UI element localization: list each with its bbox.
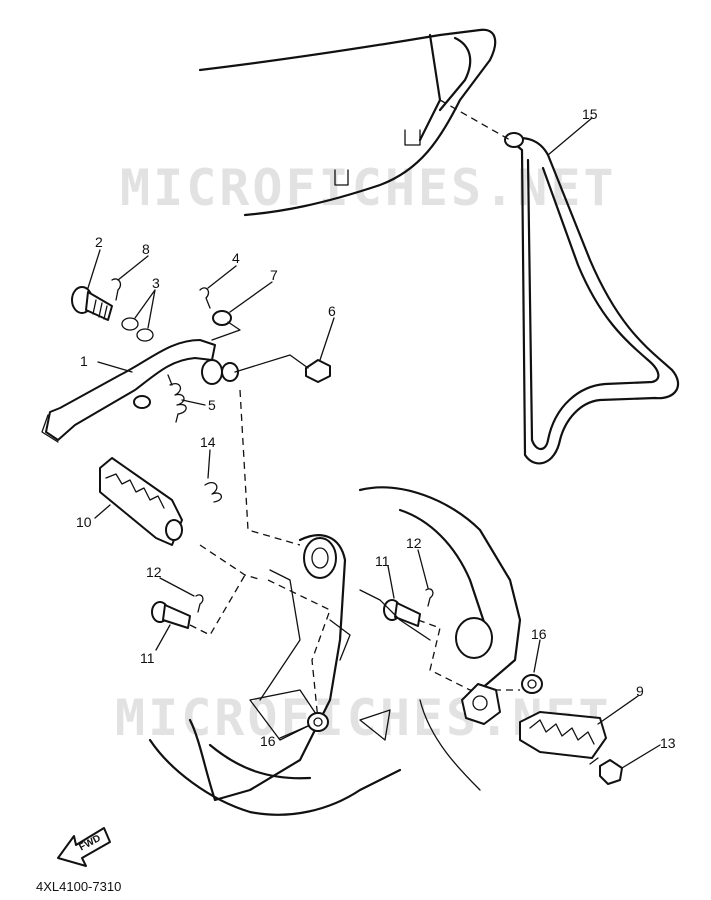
washer-part-7	[212, 310, 232, 326]
callout-12-right: 12	[406, 535, 422, 551]
callout-4: 4	[232, 250, 240, 266]
pivot-bolt-part-2	[71, 286, 113, 321]
callout-10: 10	[76, 514, 92, 530]
washer-part-16-center	[307, 712, 329, 732]
callout-1: 1	[80, 353, 88, 369]
bolt-part-11-left	[151, 601, 191, 629]
brake-pedal-part-1	[41, 339, 239, 443]
callout-15: 15	[582, 106, 598, 122]
washer-part-16-right	[521, 674, 543, 694]
callout-11-right: 11	[375, 553, 390, 569]
cotter-pin-part-12-right	[425, 588, 434, 607]
callout-6: 6	[328, 303, 336, 319]
washer-part-16-center-hole	[313, 717, 323, 727]
diagram-reference: 4XL4100-7310	[36, 879, 121, 894]
cotter-pin-part-12-left	[195, 594, 204, 613]
footrest-right-part-9	[461, 683, 607, 759]
callout-3: 3	[152, 275, 160, 291]
callout-7: 7	[270, 267, 278, 283]
pin-part-6	[305, 359, 331, 383]
callout-8: 8	[142, 241, 150, 257]
leader-lines	[87, 117, 661, 769]
watermark-top: MICROFICHES.NET	[120, 159, 617, 217]
callout-2: 2	[95, 234, 103, 250]
cotter-pin-part-4	[199, 287, 211, 309]
callout-13: 13	[660, 735, 676, 751]
bolt-part-11-right	[383, 599, 421, 627]
footrest-left-part-10	[99, 457, 183, 546]
fwd-arrow: FWD	[57, 827, 111, 867]
callout-11-left: 11	[140, 650, 155, 666]
washer-part-16-right-hole	[527, 679, 537, 689]
frame-upper	[198, 28, 497, 217]
spring-part-14	[204, 481, 222, 503]
clip-part-13	[589, 757, 623, 785]
callout-16-center: 16	[260, 733, 276, 749]
spring-part-5	[167, 374, 187, 423]
rear-stay-part-15	[439, 99, 679, 465]
callout-12-left: 12	[146, 564, 162, 580]
callout-9: 9	[636, 683, 644, 699]
callout-16-right: 16	[531, 626, 547, 642]
o-rings-part-3	[121, 317, 154, 342]
cotter-pin-part-8	[111, 278, 122, 301]
callout-14: 14	[200, 434, 216, 450]
frame-lower	[148, 486, 522, 816]
callout-5: 5	[208, 397, 216, 413]
